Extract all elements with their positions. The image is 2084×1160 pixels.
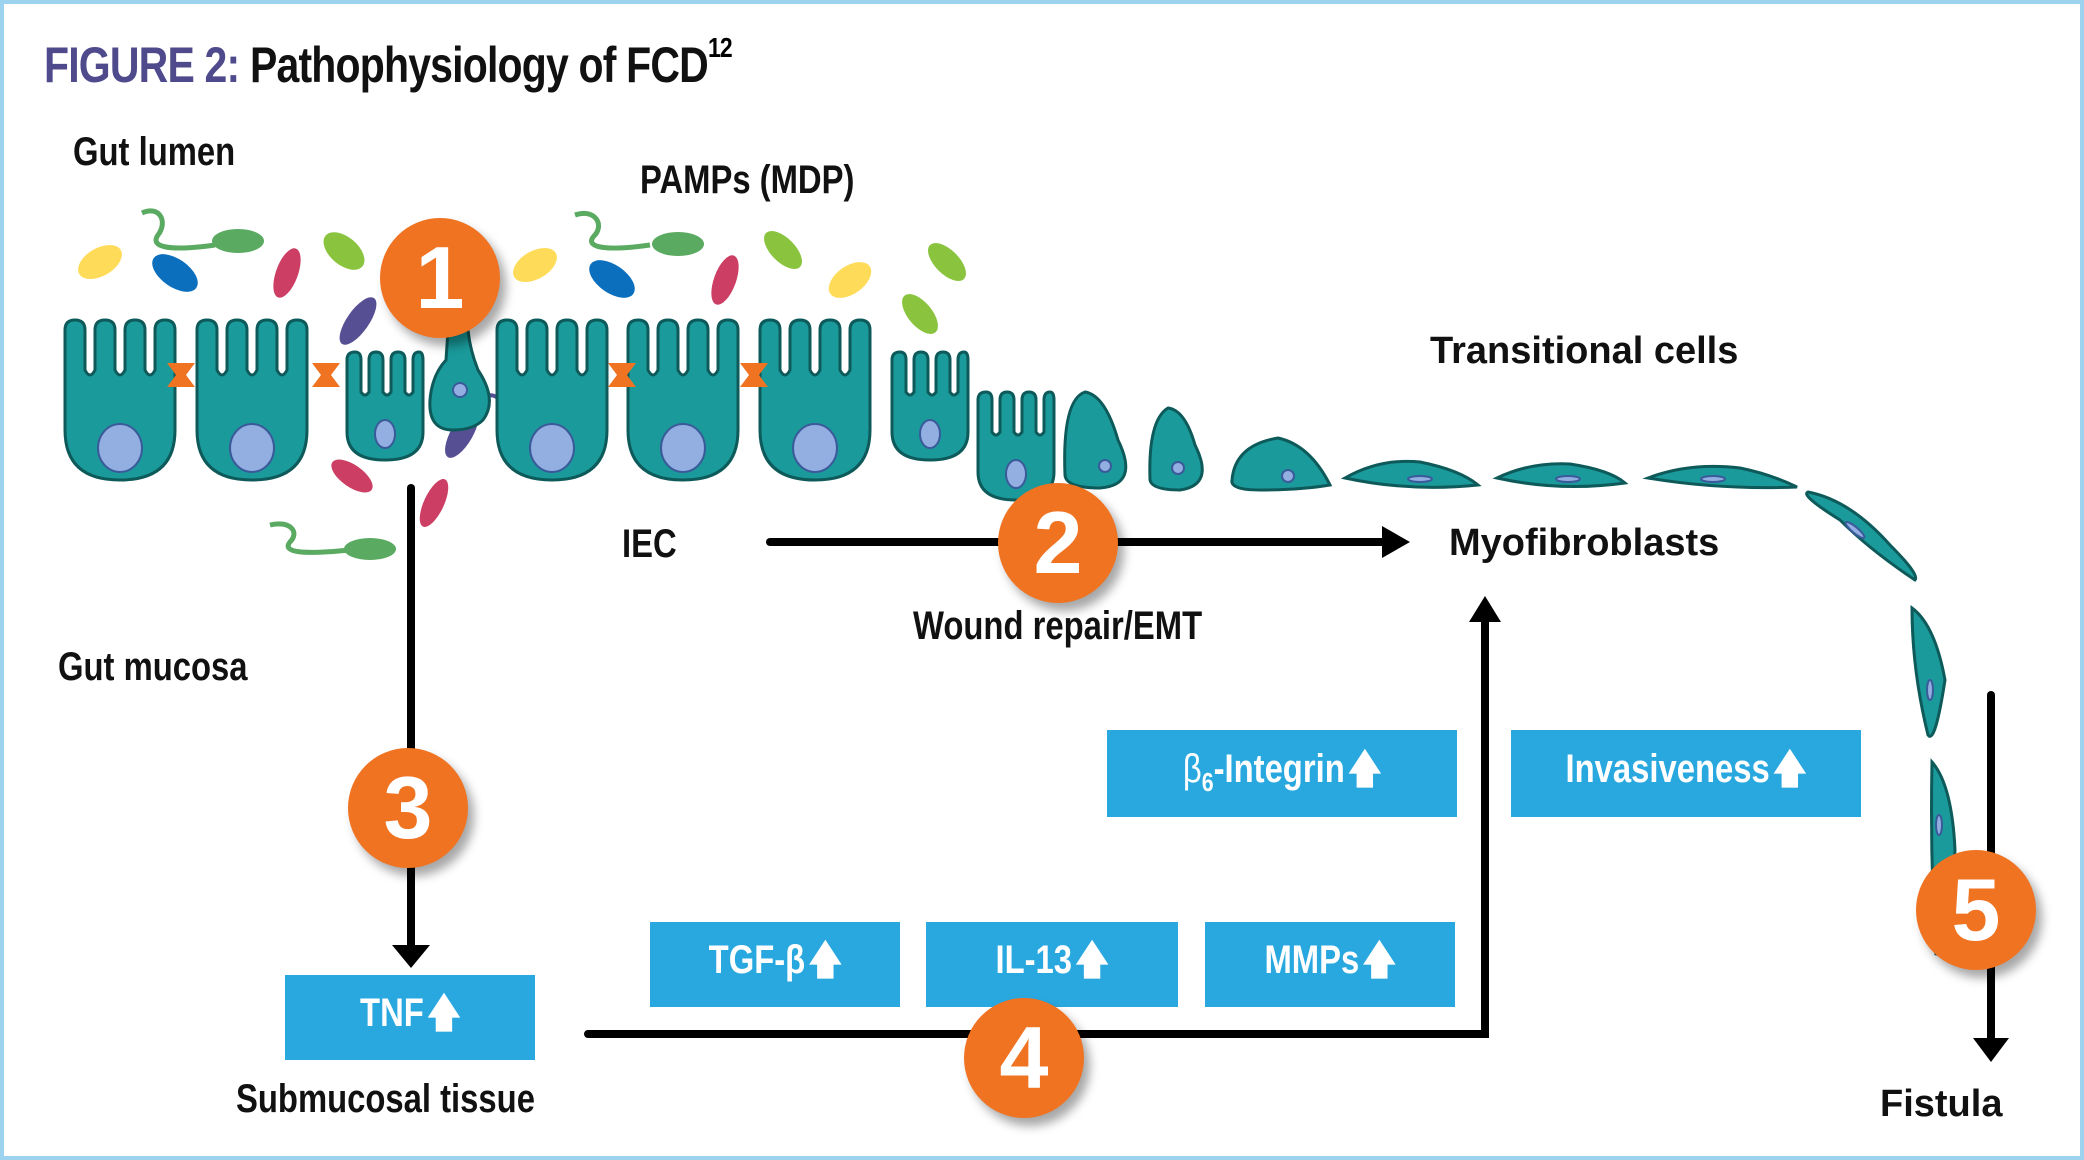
figure-reference: 12 [707,32,733,63]
step-badge-5: 5 [1916,850,2036,970]
epithelial-layer [63,318,1056,502]
up-arrow-icon: 🡅 [1075,937,1109,982]
bacterium-blue [589,260,635,298]
arrow-head-up [1469,596,1501,622]
bacterium-green [344,538,396,560]
bacterium-green [652,232,704,256]
flagellum [269,521,351,555]
label-iec: IEC [622,522,677,566]
tight-junction [312,363,340,387]
bacterium-red [711,255,739,305]
box-mmps: MMPs🡅 [1205,922,1455,1007]
figure-number: FIGURE 2: [44,37,240,93]
myofibroblast [1340,459,1482,489]
flagellum [140,208,216,251]
step-badge-2: 2 [998,483,1118,603]
bacterium-lime [323,232,365,270]
figure-title: FIGURE 2: Pathophysiology of FCD12 [44,32,733,94]
up-arrow-icon: 🡅 [1347,746,1382,791]
epithelial-cell [758,318,872,482]
step-badge-1: 1 [380,218,500,338]
transitional-cells [1063,390,1957,956]
goblet-cell [428,328,491,432]
label-transitional-cells: Transitional cells [1430,330,1739,372]
epithelial-cell [495,318,609,482]
bacterium-yellow [828,262,872,298]
label-gut-mucosa: Gut mucosa [58,645,248,689]
epithelial-cell [63,318,177,482]
label-submucosal-tissue: Submucosal tissue [236,1077,535,1121]
tight-junction [608,363,636,387]
tight-junction [740,363,768,387]
box-tnf-text: TNF [359,990,424,1035]
label-gut-lumen: Gut lumen [73,130,236,174]
tight-junction [167,363,195,387]
bacterium-lime [764,231,802,269]
arrow-head-myofibroblasts [1382,526,1410,558]
myofibroblast [1492,462,1629,489]
label-pamps: PAMPs (MDP) [640,158,855,202]
up-arrow-icon: 🡅 [1772,746,1807,791]
up-arrow-icon: 🡅 [1362,937,1396,982]
bacterium-red [273,248,301,298]
epithelial-cell-small [890,350,970,462]
bacterium-blue [152,254,198,292]
label-fistula: Fistula [1880,1083,2003,1125]
figure-title-text: Pathophysiology of FCD [249,37,709,93]
arrow-head-fistula [1973,1038,2009,1062]
up-arrow-icon: 🡅 [808,937,842,982]
bacterium-lime [902,294,938,334]
myofibroblast [1805,490,1918,582]
transitional-cell [1063,390,1128,490]
bacteria-group [78,208,966,560]
bacterium-yellow [513,247,557,283]
epithelial-cell-small [976,390,1056,502]
box-invasiveness: Invasiveness🡅 [1511,730,1861,817]
myofibroblast [1910,605,1947,738]
bacterium-red [331,459,373,493]
bacterium-red [419,479,449,527]
box-il13: IL-13🡅 [926,922,1178,1007]
box-tnf: TNF🡅 [285,975,535,1060]
box-invasiveness-text: Invasiveness [1565,746,1770,791]
up-arrow-icon: 🡅 [426,990,461,1035]
tight-junctions [167,363,768,387]
label-myofibroblasts: Myofibroblasts [1449,522,1720,564]
bacterium-green [212,229,264,253]
arrow-head-to-tnf [392,945,430,968]
step-badge-4: 4 [964,998,1084,1118]
epithelial-cell-small [345,350,425,462]
bacterium-lime [928,243,966,281]
epithelial-cell [626,318,740,482]
bacterium-yellow [78,244,122,280]
box-il13-text: IL-13 [995,937,1072,982]
flagellum [574,210,651,251]
box-mmps-text: MMPs [1264,937,1359,982]
transitional-cell [1148,406,1204,492]
arrow-submucosa-to-myofibroblasts [584,618,1489,1038]
bacterium-purple [339,297,377,345]
box-beta6-integrin: β6-Integrin🡅 [1107,730,1457,817]
myofibroblast [1642,464,1798,490]
step-badge-3: 3 [348,748,468,868]
transitional-cell [1230,436,1333,492]
beta-subscript: 6 [1201,766,1214,797]
beta-symbol: β [1182,746,1202,791]
label-wound-repair: Wound repair/EMT [913,604,1203,648]
epithelial-cell [195,318,309,482]
box-tgf-beta: TGF-β🡅 [650,922,900,1007]
box-integrin-text: -Integrin [1213,746,1345,791]
box-tgf-beta-text: TGF-β [708,937,805,982]
